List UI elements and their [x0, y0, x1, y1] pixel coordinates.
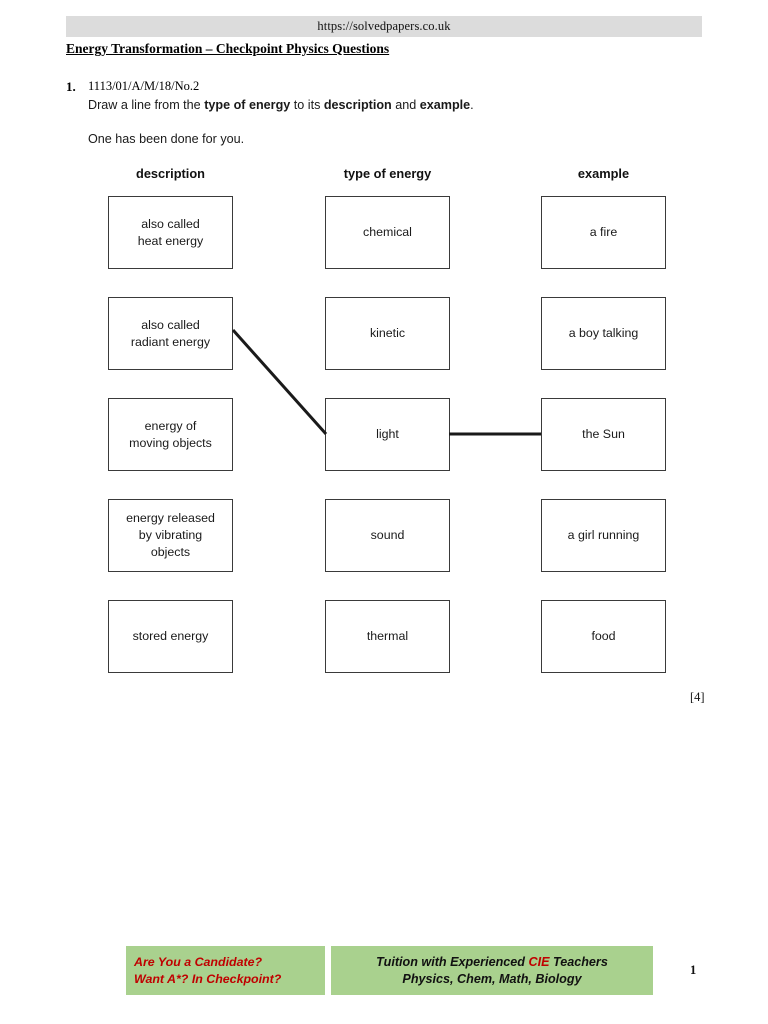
example-box-food[interactable]: food [541, 600, 666, 673]
description-box-3-line1: energy of [144, 418, 197, 433]
connector-radiant-to-light [231, 329, 328, 435]
page-title: Energy Transformation – Checkpoint Physi… [66, 41, 390, 56]
question-instruction: Draw a line from the type of energy to i… [88, 98, 474, 112]
column-header-type-of-energy: type of energy [343, 166, 432, 181]
question-number: 1. [66, 79, 76, 94]
instruction-text-3: and [391, 98, 420, 112]
marks-allocation: [4] [690, 690, 705, 704]
promo-right-line-1-suffix: Teachers [549, 955, 608, 970]
type-box-kinetic-label: kinetic [369, 326, 406, 341]
description-box-3[interactable]: energy of moving objects [108, 398, 233, 471]
promo-left-line-1: Are You a Candidate? [134, 955, 263, 970]
promo-right-line-1-prefix: Tuition with Experienced [376, 955, 529, 970]
description-box-5-line1: stored energy [132, 629, 209, 644]
instruction-text-2: to its [290, 98, 324, 112]
description-box-4-line3: objects [150, 544, 191, 559]
site-url-text: https://solvedpapers.co.uk [317, 19, 451, 33]
example-box-a-fire-label: a fire [589, 225, 618, 240]
type-box-light-label: light [376, 427, 399, 442]
type-box-chemical-label: chemical [363, 225, 412, 240]
example-box-a-boy-talking[interactable]: a boy talking [541, 297, 666, 370]
question-note: One has been done for you. [88, 132, 245, 146]
example-box-food-label: food [591, 629, 616, 644]
type-box-light[interactable]: light [325, 398, 450, 471]
example-box-a-boy-talking-label: a boy talking [568, 326, 639, 341]
column-header-example: example [577, 166, 630, 181]
description-box-1-line1: also called [141, 216, 200, 231]
promo-banner-right[interactable]: Tuition with Experienced CIE Teachers Ph… [331, 946, 653, 995]
instruction-bold-description: description [323, 98, 392, 112]
instruction-bold-example: example [419, 98, 471, 112]
promo-right-line-2: Physics, Chem, Math, Biology [402, 971, 582, 986]
example-box-a-girl-running-label: a girl running [567, 528, 640, 543]
description-box-1[interactable]: also called heat energy [108, 196, 233, 269]
promo-right-line-1: Tuition with Experienced CIE Teachers [376, 954, 608, 970]
instruction-text-1: Draw a line from the [88, 98, 205, 112]
description-box-4-line2: by vibrating [138, 528, 203, 543]
question-code: 1113/01/A/M/18/No.2 [88, 79, 200, 93]
type-box-kinetic[interactable]: kinetic [325, 297, 450, 370]
example-box-a-fire[interactable]: a fire [541, 196, 666, 269]
type-box-thermal[interactable]: thermal [325, 600, 450, 673]
description-box-5[interactable]: stored energy [108, 600, 233, 673]
example-box-the-sun-label: the Sun [582, 427, 625, 442]
promo-right-cie-accent: CIE [528, 955, 550, 970]
page-number: 1 [690, 963, 697, 977]
example-box-the-sun[interactable]: the Sun [541, 398, 666, 471]
description-box-1-line2: heat energy [137, 233, 204, 248]
description-box-3-line2: moving objects [129, 435, 212, 450]
type-box-chemical[interactable]: chemical [325, 196, 450, 269]
description-box-2-line2: radiant energy [130, 334, 211, 349]
description-box-2[interactable]: also called radiant energy [108, 297, 233, 370]
description-box-4[interactable]: energy released by vibrating objects [108, 499, 233, 572]
type-box-thermal-label: thermal [366, 629, 409, 644]
type-box-sound[interactable]: sound [325, 499, 450, 572]
description-box-4-line1: energy released [126, 511, 215, 526]
example-box-a-girl-running[interactable]: a girl running [541, 499, 666, 572]
description-box-2-line1: also called [141, 317, 200, 332]
promo-banner-left[interactable]: Are You a Candidate? Want A*? In Checkpo… [126, 946, 325, 995]
instruction-text-4: . [470, 98, 474, 112]
instruction-bold-type: type of energy [204, 98, 291, 112]
promo-left-line-2: Want A*? In Checkpoint? [134, 971, 282, 986]
type-box-sound-label: sound [370, 528, 405, 543]
site-url-bar: https://solvedpapers.co.uk [66, 16, 702, 37]
column-header-description: description [136, 166, 205, 181]
